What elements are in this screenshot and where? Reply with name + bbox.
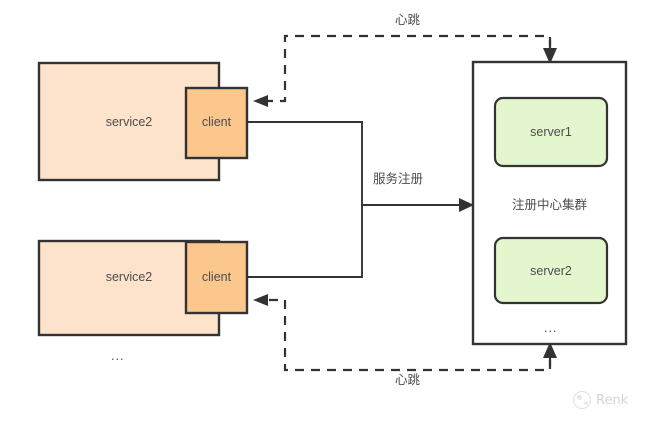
registry-cluster-label: 注册中心集群 bbox=[511, 198, 587, 212]
client-box-2[interactable] bbox=[184, 240, 249, 315]
edge-heartbeat-bottom bbox=[253, 294, 557, 372]
heartbeat-top-down-arrowhead bbox=[543, 48, 557, 64]
heartbeat-top-arrowhead bbox=[253, 95, 268, 107]
service-box-2-label: service2 bbox=[105, 270, 153, 284]
server-box-2[interactable] bbox=[493, 236, 609, 305]
services-more-ellipsis: ... bbox=[111, 349, 125, 363]
heartbeat-bottom-label: 心跳 bbox=[393, 373, 423, 387]
server-box-2-label: server2 bbox=[530, 264, 572, 278]
register-trunk bbox=[247, 121, 363, 278]
watermark-text: Renk bbox=[596, 392, 629, 408]
servers-more-ellipsis: ... bbox=[544, 321, 558, 335]
client-box-1[interactable] bbox=[184, 86, 249, 160]
client-box-1-label: client bbox=[201, 115, 232, 129]
service-box-1-label: service2 bbox=[105, 115, 153, 129]
service-register-label: 服务注册 bbox=[371, 172, 426, 186]
server-box-1-label: server1 bbox=[530, 125, 572, 139]
client-box-2-label: client bbox=[201, 270, 232, 284]
watermark: Renk bbox=[573, 391, 628, 409]
edge-service-register bbox=[247, 121, 474, 278]
paw-logo-icon bbox=[573, 391, 591, 409]
heartbeat-bottom-up-arrowhead bbox=[543, 342, 557, 358]
server-box-1[interactable] bbox=[493, 96, 609, 168]
heartbeat-bottom-arrowhead bbox=[253, 294, 268, 306]
heartbeat-top-label: 心跳 bbox=[393, 13, 423, 27]
register-arrowhead bbox=[459, 198, 474, 212]
edge-heartbeat-top bbox=[253, 34, 557, 107]
